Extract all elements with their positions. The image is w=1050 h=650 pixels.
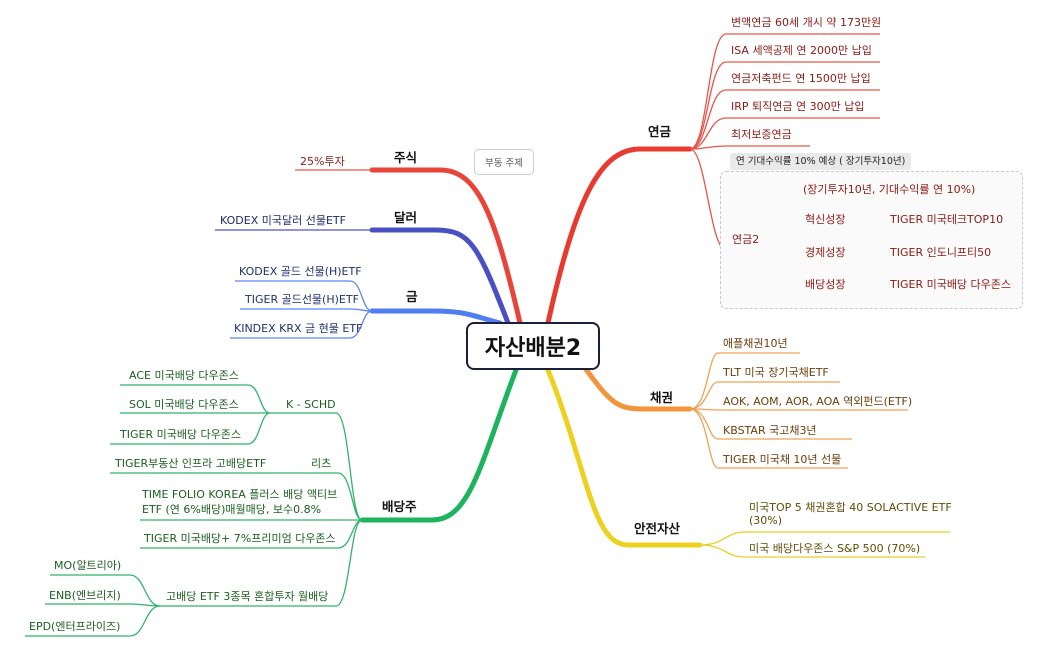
high-dividend-label[interactable]: 고배당 ETF 3종목 혼합투자 월배당 xyxy=(166,590,329,603)
tiger-premium-item[interactable]: TIGER 미국배당+ 7%프리미엄 다우존스 xyxy=(144,532,336,545)
branch-label-dividend[interactable]: 배당주 xyxy=(382,499,417,514)
branch-label-dollar[interactable]: 달러 xyxy=(394,210,418,225)
bond-item[interactable]: KBSTAR 국고채3년 xyxy=(723,424,817,437)
pension2-row-label[interactable]: 배당성장 xyxy=(805,278,846,291)
branch-label-stocks[interactable]: 주식 xyxy=(394,150,418,165)
branch-bonds xyxy=(582,365,693,412)
pension2-label[interactable]: 연금2 xyxy=(732,233,760,246)
pension2-header[interactable]: (장기투자10년, 기대수익률 연 10%) xyxy=(803,183,976,196)
bond-item[interactable]: AOK, AOM, AOR, AOA 역외펀드(ETF) xyxy=(723,395,913,408)
branch-label-bonds[interactable]: 채권 xyxy=(650,390,674,405)
leaf-line-pension-5 xyxy=(689,145,810,150)
branch-pension xyxy=(545,146,693,326)
pension-item[interactable]: ISA 세액공제 연 2000만 납입 xyxy=(731,44,872,57)
branch-label-gold[interactable]: 금 xyxy=(406,289,418,304)
pension-item[interactable]: 변액연금 60세 개시 약 173만원 xyxy=(731,16,882,29)
pension-item[interactable]: 최저보증연금 xyxy=(731,128,792,141)
pension2-row-etf[interactable]: TIGER 인도니프티50 xyxy=(890,246,992,259)
stocks-item[interactable]: 25%투자 xyxy=(300,155,345,168)
pension-item[interactable]: 연금저축펀드 연 1500만 납입 xyxy=(731,72,871,85)
leaf-line-bond-3 xyxy=(689,408,908,411)
timefolio-line2[interactable]: ETF (연 6%배당)매월매당, 보수0.8% xyxy=(142,503,322,516)
floating-topic[interactable]: 부동 주제 xyxy=(474,149,534,175)
dollar-item[interactable]: KODEX 미국달러 선물ETF xyxy=(220,214,346,227)
high-dividend-item[interactable]: ENB(엔브리지) xyxy=(49,589,121,602)
gold-item[interactable]: KODEX 골드 선물(H)ETF xyxy=(239,265,362,278)
reits-label[interactable]: 리츠 xyxy=(311,457,332,470)
reits-item[interactable]: TIGER부동산 인프라 고배당ETF xyxy=(115,457,267,470)
expected-return-tag: 연 기대수익률 10% 예상 ( 장기투자10년) xyxy=(730,153,912,170)
bond-item[interactable]: TLT 미국 장기국채ETF xyxy=(723,366,829,379)
branch-dividend xyxy=(359,367,519,523)
pension2-row-etf[interactable]: TIGER 미국배당 다우존스 xyxy=(890,278,1012,291)
schd-label[interactable]: K - SCHD xyxy=(286,398,336,411)
branch-stocks xyxy=(369,167,523,326)
gold-item[interactable]: TIGER 골드선물(H)ETF xyxy=(245,293,359,306)
high-dividend-item[interactable]: EPD(엔터프라이즈) xyxy=(29,620,121,633)
branch-safe xyxy=(545,367,703,548)
high-dividend-item[interactable]: MO(알트리아) xyxy=(54,559,122,572)
schd-item[interactable]: ACE 미국배당 다우존스 xyxy=(129,369,239,382)
pension2-row-label[interactable]: 혁신성장 xyxy=(805,213,846,226)
branch-label-safe[interactable]: 안전자산 xyxy=(634,521,681,536)
pension-item[interactable]: IRP 퇴직연금 연 300만 납입 xyxy=(731,100,865,113)
pension2-row-label[interactable]: 경제성장 xyxy=(805,246,846,259)
branch-label-pension[interactable]: 연금 xyxy=(648,124,672,139)
pension2-group-frame xyxy=(720,171,1023,309)
schd-item[interactable]: TIGER 미국배당 다우존스 xyxy=(120,428,242,441)
timefolio-line1[interactable]: TIME FOLIO KOREA 플러스 배당 액티브 xyxy=(142,488,338,501)
safe-item[interactable]: 미국 배당다우존스 S&P 500 (70%) xyxy=(749,542,921,555)
bond-item[interactable]: TIGER 미국채 10년 선물 xyxy=(723,453,842,466)
leaf-line-high-2 xyxy=(45,603,161,607)
pension2-row-etf[interactable]: TIGER 미국테크TOP10 xyxy=(890,213,1004,226)
gold-item[interactable]: KINDEX KRX 금 현물 ETF xyxy=(234,322,363,335)
bond-item[interactable]: 애플채권10년 xyxy=(723,337,788,350)
safe-item[interactable]: 미국TOP 5 채권혼합 40 SOLACTIVE ETF (30%) xyxy=(749,501,952,527)
schd-item[interactable]: SOL 미국배당 다우존스 xyxy=(129,398,239,411)
branch-dollar xyxy=(369,227,511,326)
central-topic[interactable]: 자산배분2 xyxy=(466,322,600,370)
leaf-line-gold-2 xyxy=(240,308,373,312)
